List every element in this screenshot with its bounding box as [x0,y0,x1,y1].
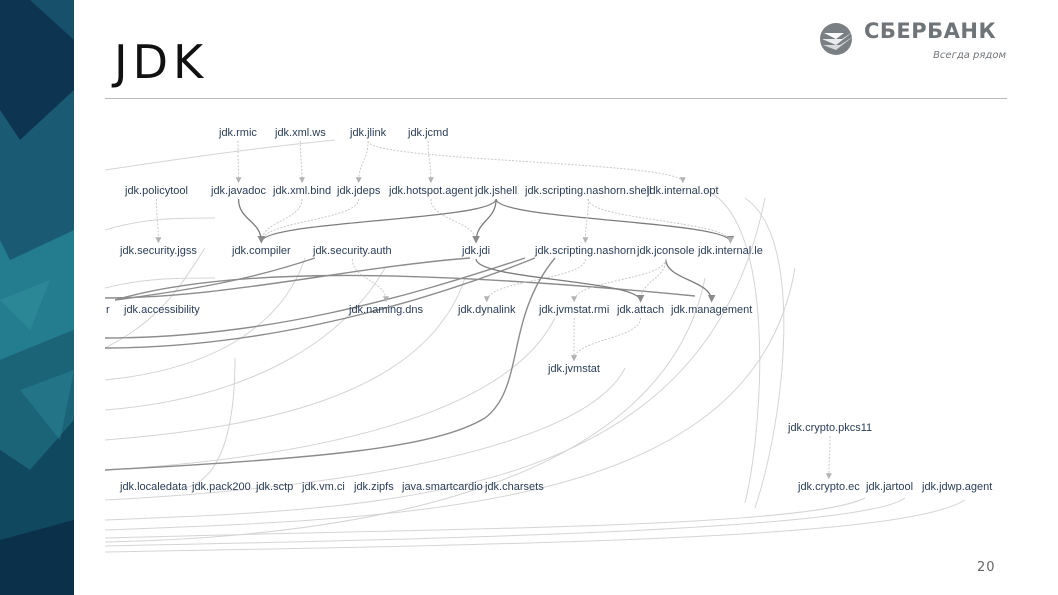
sberbank-emblem-icon [820,23,854,55]
slide-title: JDK [114,35,209,89]
module-node-vmci: jdk.vm.ci [301,481,345,493]
module-node-nashorn: jdk.scripting.nashorn [534,245,636,257]
module-node-accessibility: jdk.accessibility [123,304,200,316]
module-node-management: jdk.management [670,304,752,316]
dependency-edge-xmlbind-compiler [258,198,303,244]
module-node-jshell: jdk.jshell [474,185,517,197]
module-node-xmlbind: jdk.xml.bind [272,185,331,197]
logo-name: СБЕРБАНК [864,19,997,43]
module-node-rpart: r [106,304,110,316]
module-node-charsets: jdk.charsets [484,481,544,493]
dependency-edge-jlink-internalopt [367,140,686,184]
module-node-internalopt: jdk.internal.opt [646,185,719,197]
module-node-jvmstat: jdk.jvmstat [547,363,600,375]
dependency-edge-rmic-javadoc [235,140,242,184]
module-node-hotspot: jdk.hotspot.agent [388,185,473,197]
module-node-smartcardio: java.smartcardio [401,481,483,493]
module-node-xmlws: jdk.xml.ws [274,127,326,139]
background-edges [105,139,966,553]
module-node-zipfs: jdk.zipfs [353,481,394,493]
dependency-edge-jcmd-hotspot [427,140,434,184]
module-node-compiler: jdk.compiler [231,245,291,257]
module-node-localedata: jdk.localedata [119,481,188,493]
dependency-edge-nashornshell-internalle [587,198,734,244]
dependency-edge-policytool-jgss [155,198,162,244]
module-node-jconsole: jdk.jconsole [636,245,694,257]
module-node-jdi: jdk.jdi [461,245,490,257]
module-node-attach: jdk.attach [616,304,664,316]
module-node-jdeps: jdk.jdeps [336,185,381,197]
dependency-edge-nashorn-dynalink [483,258,586,303]
module-node-sctp: jdk.sctp [255,481,293,493]
dependency-edge-jshell-jdi [472,198,497,244]
module-node-nashornshell: jdk.scripting.nashorn.shell [524,185,652,197]
dependency-edge-jconsole-management [665,258,716,303]
module-node-dynalink: jdk.dynalink [457,304,516,316]
dependency-edge-secauth-naming [351,258,389,303]
dependency-edge-attach-jvmstat [570,317,642,362]
dependency-edge-jshell-internalle [495,198,735,244]
dependency-edge-jconsole-jvmstatrmi [571,258,667,303]
module-dependency-graph: jdk.rmic jdk.xml.ws jdk.jlink jdk.jcmd jdk.p… [105,127,992,553]
module-node-pkcs11: jdk.crypto.pkcs11 [787,422,872,434]
sberbank-logo: СБЕРБАНК Всегда рядом [818,17,1008,67]
module-node-jvmstatrmi: jdk.jvmstat.rmi [538,304,609,316]
module-node-pack200: jdk.pack200 [191,481,251,493]
dependency-edge-javadoc-compiler [237,198,266,244]
dependency-edge-jshell-compiler [257,198,497,244]
dependency-edge-xmlws-xmlbind [299,140,306,184]
module-node-jcmd: jdk.jcmd [407,127,448,139]
module-node-secauth: jdk.security.auth [312,245,392,257]
module-node-cryptoec: jdk.crypto.ec [797,481,860,493]
dependency-edge-jlink-jdeps [355,140,369,184]
module-node-jartool: jdk.jartool [865,481,913,493]
dependency-edge-pkcs11-cryptoec [825,435,832,480]
logo-tagline: Всегда рядом [933,50,1006,61]
module-node-internalle: jdk.internal.le [697,245,763,257]
title-divider [105,98,1007,99]
module-node-jgss: jdk.security.jgss [119,245,197,257]
dependency-edge-jdeps-compiler [258,198,360,244]
sidebar-decoration [0,0,74,595]
module-node-javadoc: jdk.javadoc [210,185,267,197]
dependency-edge-hotspot-jdi [430,198,480,244]
dependency-edge-nashornshell-nashorn [582,198,589,244]
module-node-rmic: jdk.rmic [218,127,257,139]
page-number: 20 [977,560,996,575]
module-node-policytool: jdk.policytool [124,185,188,197]
dependency-edge-jdi-attach [475,258,645,303]
module-node-jlink: jdk.jlink [349,127,387,139]
emphasis-edges [105,257,696,471]
module-node-jdwp: jdk.jdwp.agent [921,481,992,493]
module-node-naming: jdk.naming.dns [348,304,423,316]
